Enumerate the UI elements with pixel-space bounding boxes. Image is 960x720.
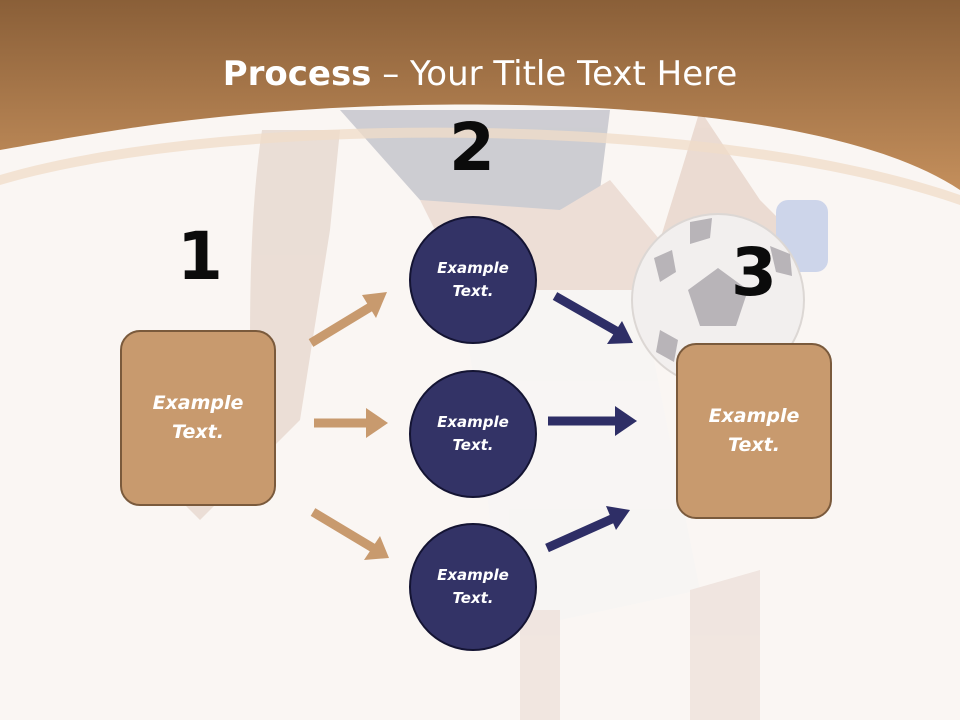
box-left-line1: Example (152, 392, 244, 414)
process-box-right: Example Text. (676, 343, 832, 519)
header-band (0, 0, 960, 190)
arrow-navy-down (552, 292, 633, 344)
step-number-3: 3 (731, 234, 777, 311)
circle-bottom-line1: Example (437, 566, 509, 584)
process-circle-top: Example Text. (409, 216, 537, 344)
step-number-1: 1 (177, 218, 223, 295)
arrow-tan-up (308, 292, 387, 347)
slide-title: Process – Your Title Text Here (0, 52, 960, 96)
arrow-navy-up (545, 506, 630, 553)
step-number-2: 2 (449, 109, 495, 186)
circle-top-line2: Text. (452, 282, 494, 300)
process-box-left: Example Text. (120, 330, 276, 506)
arrow-tan-down (310, 508, 389, 560)
box-right-line1: Example (708, 405, 800, 427)
circle-middle-line1: Example (437, 413, 509, 431)
box-left-line2: Text. (172, 421, 224, 443)
circle-top-line1: Example (437, 259, 509, 277)
arrow-tan-straight (314, 408, 388, 438)
title-bold: Process (222, 54, 372, 94)
header-swoosh (0, 127, 960, 205)
process-circle-bottom: Example Text. (409, 523, 537, 651)
circle-middle-line2: Text. (452, 436, 494, 454)
circle-bottom-line2: Text. (452, 589, 494, 607)
process-circle-middle: Example Text. (409, 370, 537, 498)
arrow-navy-straight (548, 406, 637, 436)
title-rest: – Your Title Text Here (371, 54, 738, 94)
box-right-line2: Text. (728, 434, 780, 456)
